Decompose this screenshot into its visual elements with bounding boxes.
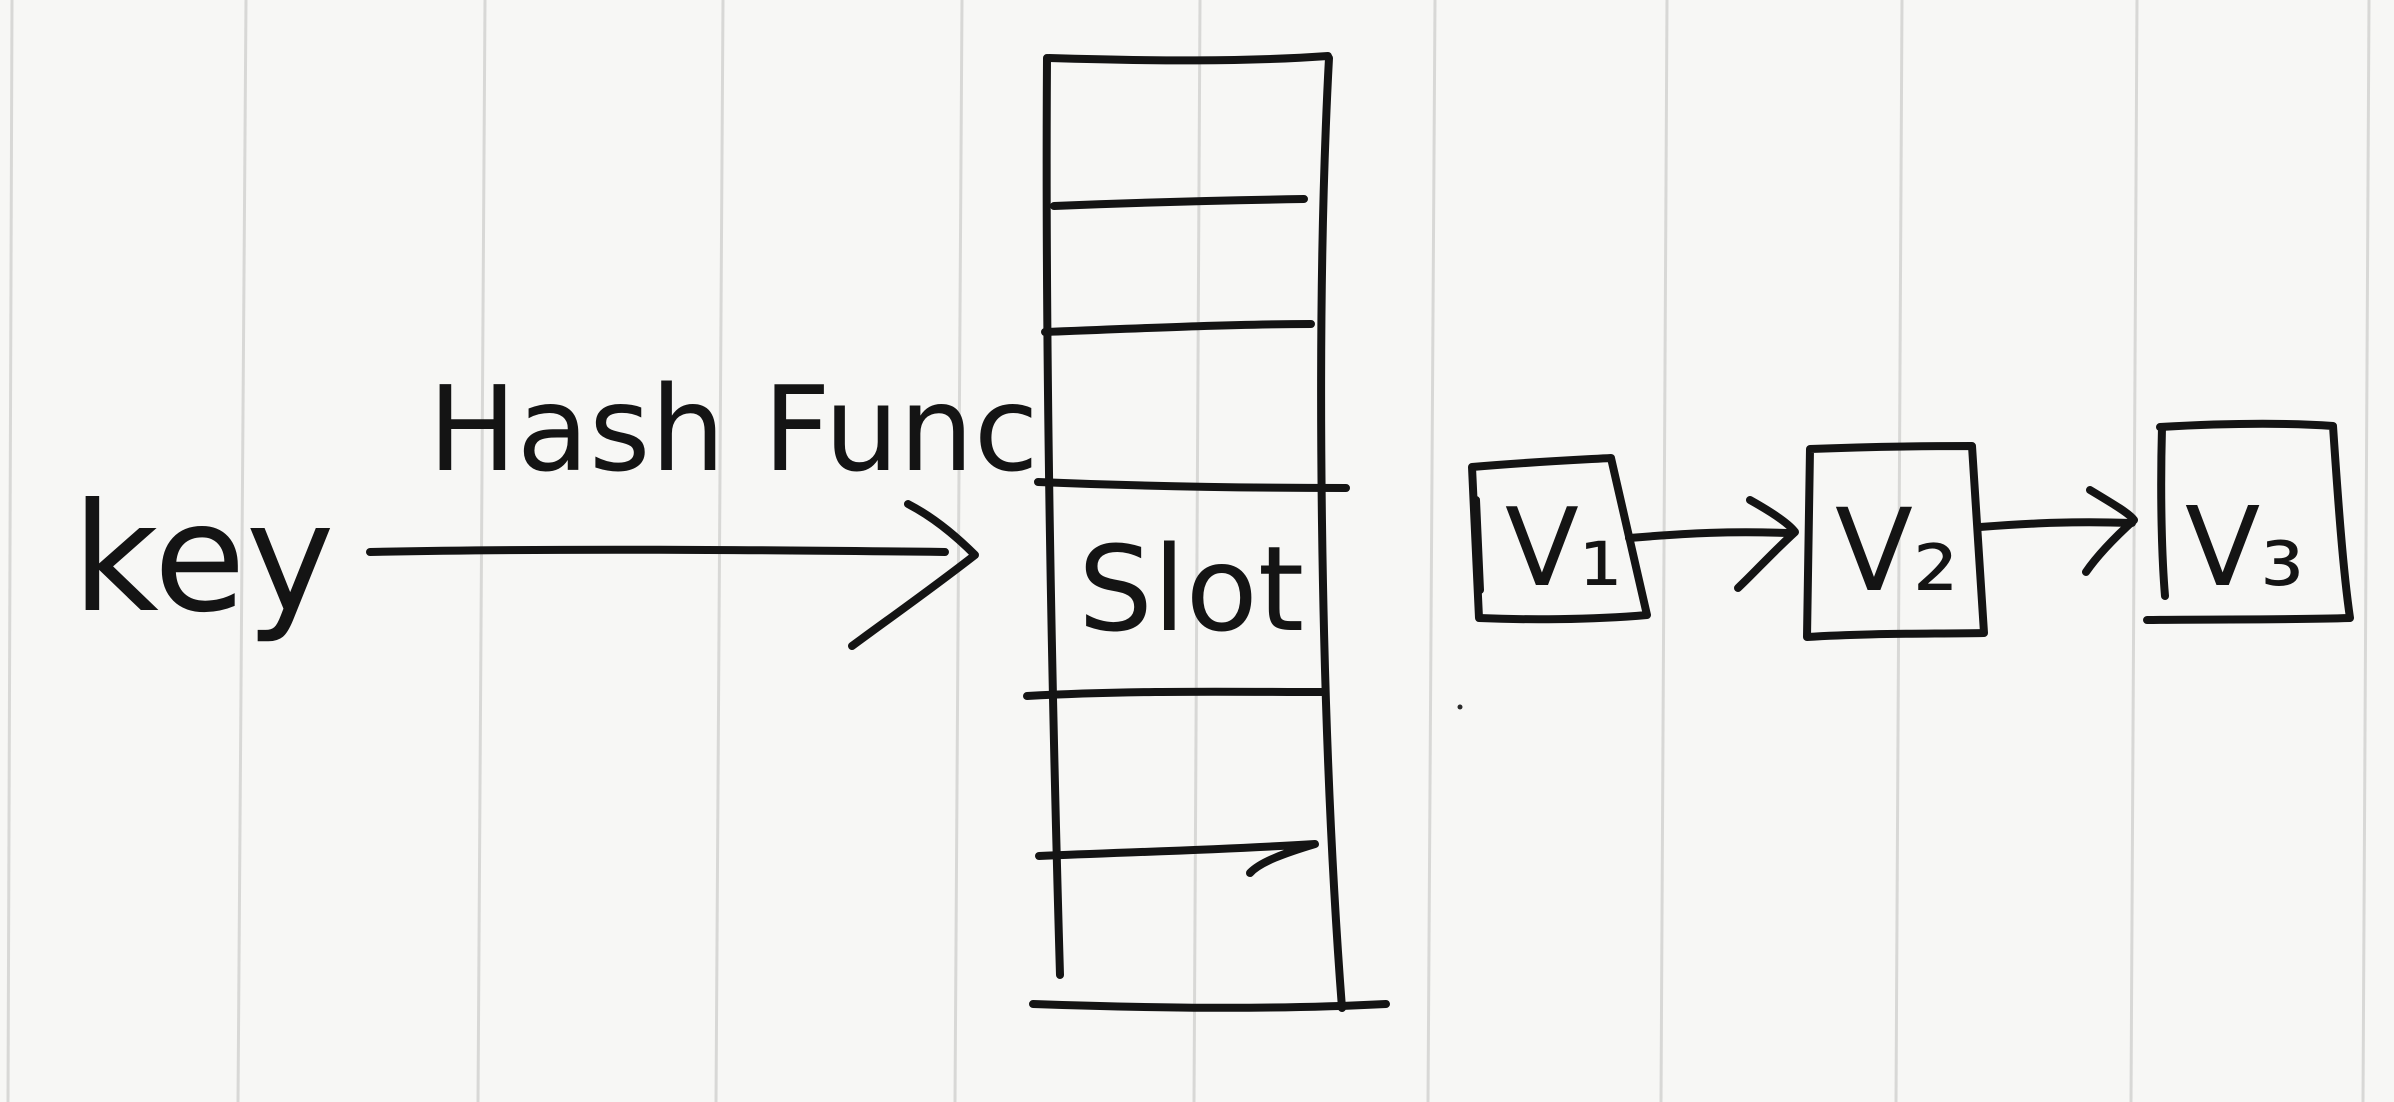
ink-dot <box>1457 704 1463 710</box>
table-row-divider <box>1050 195 1308 210</box>
v3-label: V₃ <box>2185 483 2304 611</box>
node-box <box>1803 442 1988 641</box>
ruled-line <box>2361 0 2371 1102</box>
value-node-v1: V₁ <box>1468 454 1651 624</box>
ruled-line <box>6 0 14 1102</box>
ruled-line <box>236 0 248 1102</box>
table-row-divider <box>1029 1000 1390 1012</box>
hash-table: Slot <box>1023 52 1390 1012</box>
v1-label: V₁ <box>1505 486 1622 611</box>
node-box <box>1468 454 1651 624</box>
arrow-shaft <box>1625 528 1792 542</box>
arrow-shaft <box>1976 518 2136 531</box>
arrow-shaft <box>366 545 949 556</box>
table-row-divider <box>1041 320 1315 336</box>
table-row-divider <box>1034 478 1350 492</box>
table-right-border <box>1317 54 1346 1012</box>
key-section: key <box>72 472 335 646</box>
slot-label: Slot <box>1078 520 1304 658</box>
ruled-line <box>1894 0 1904 1102</box>
key-label: key <box>72 472 335 646</box>
hash-func-label: Hash Func <box>428 360 1039 498</box>
ruled-line <box>1659 0 1669 1102</box>
linked-list: V₁ V₂ V₃ <box>1468 419 2354 641</box>
value-node-v2: V₂ <box>1803 442 1988 641</box>
arrowhead-icon <box>848 500 979 650</box>
link-arrow-v1-v2 <box>1625 496 1799 592</box>
table-row-divider <box>1035 840 1319 877</box>
table-left-border <box>1042 54 1064 979</box>
node-left-stroke <box>2157 423 2169 600</box>
ruled-line <box>1192 0 1202 1102</box>
hash-function-arrow: Hash Func <box>366 360 1039 650</box>
ruled-line <box>953 0 964 1102</box>
link-arrow-v2-v3 <box>1976 486 2138 576</box>
node-box <box>2143 419 2354 624</box>
table-row-divider <box>1023 687 1326 700</box>
ruled-line <box>1426 0 1437 1102</box>
value-node-v3: V₃ <box>2143 419 2354 624</box>
ruled-line <box>2129 0 2139 1102</box>
arrowhead-icon <box>2082 486 2138 576</box>
arrowhead-icon <box>1734 496 1799 592</box>
table-row-divider <box>1045 52 1332 65</box>
v2-label: V₂ <box>1835 484 1959 617</box>
node-left-stroke <box>1472 496 1484 594</box>
